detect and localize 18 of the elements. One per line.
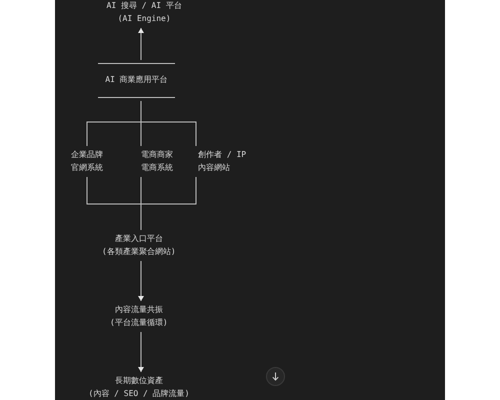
node-label: 內容流量共振 [114,304,164,316]
node-label: AI 商業應用平台 [105,74,168,86]
node-label: 創作者 / IP 內容網站 [192,149,248,174]
node-label: 企業品牌官網系統 [71,149,106,174]
connector-line [140,176,196,230]
node-sublabel: (平台流量循環) [110,316,168,328]
node-label: 長期數位資產 [114,375,164,387]
arrow [138,332,144,372]
connector-line [140,100,196,146]
node-label: AI 搜尋 / AI 平台 [106,0,182,12]
node-sublabel: (AI Engine) [116,12,172,25]
arrow [138,260,144,302]
ruled-box [98,63,175,98]
node-sublabel: (各類產業聚合網站) [102,246,176,258]
node-label: 電商商家電商系統 [137,149,176,174]
node-label: 產業入口平台 [114,233,164,245]
node-sublabel: (內容 / SEO / 品牌流量) [88,388,190,400]
arrow [138,28,144,60]
